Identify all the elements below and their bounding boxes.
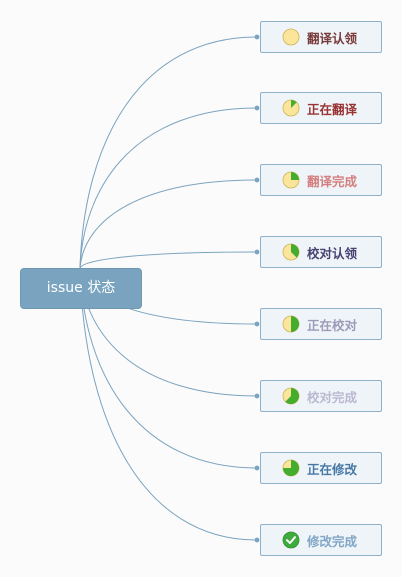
connector-line	[79, 179, 258, 269]
connector-line	[79, 267, 258, 469]
connector-line	[79, 251, 258, 269]
connector-line	[79, 267, 258, 541]
status-label: 正在修改	[307, 461, 358, 477]
status-node[interactable]: 正在校对	[260, 308, 382, 340]
status-label: 正在校对	[307, 317, 358, 333]
status-node[interactable]: 翻译完成	[260, 164, 382, 196]
status-node[interactable]: 翻译认领	[260, 21, 382, 53]
connector-dot	[254, 177, 260, 183]
progress-4-icon	[282, 315, 300, 333]
connector-dot	[254, 537, 260, 543]
status-label: 翻译认领	[307, 30, 358, 46]
status-node[interactable]: 正在翻译	[260, 92, 382, 124]
status-node[interactable]: 校对完成	[260, 380, 382, 412]
connector-line	[79, 36, 258, 269]
connector-dot	[254, 465, 260, 471]
progress-1-icon	[282, 99, 300, 117]
connector-dot	[254, 34, 260, 40]
status-node[interactable]: 修改完成	[260, 524, 382, 556]
status-node[interactable]: 校对认领	[260, 236, 382, 268]
status-label: 校对认领	[307, 245, 358, 261]
status-label: 校对完成	[307, 389, 358, 405]
progress-3-icon	[282, 243, 300, 261]
progress-2-icon	[282, 171, 300, 189]
status-label: 正在翻译	[307, 101, 358, 117]
check-icon	[282, 531, 300, 549]
status-node[interactable]: 正在修改	[260, 452, 382, 484]
connector-dot	[254, 393, 260, 399]
progress-6-icon	[282, 459, 300, 477]
status-label: 翻译完成	[307, 173, 358, 189]
progress-0-icon	[282, 28, 300, 46]
status-label: 修改完成	[307, 533, 358, 549]
connector-dot	[254, 321, 260, 327]
progress-5-icon	[282, 387, 300, 405]
connector-line	[79, 107, 258, 269]
connector-dot	[254, 105, 260, 111]
root-node[interactable]: issue 状态	[20, 268, 142, 309]
connector-dot	[254, 249, 260, 255]
